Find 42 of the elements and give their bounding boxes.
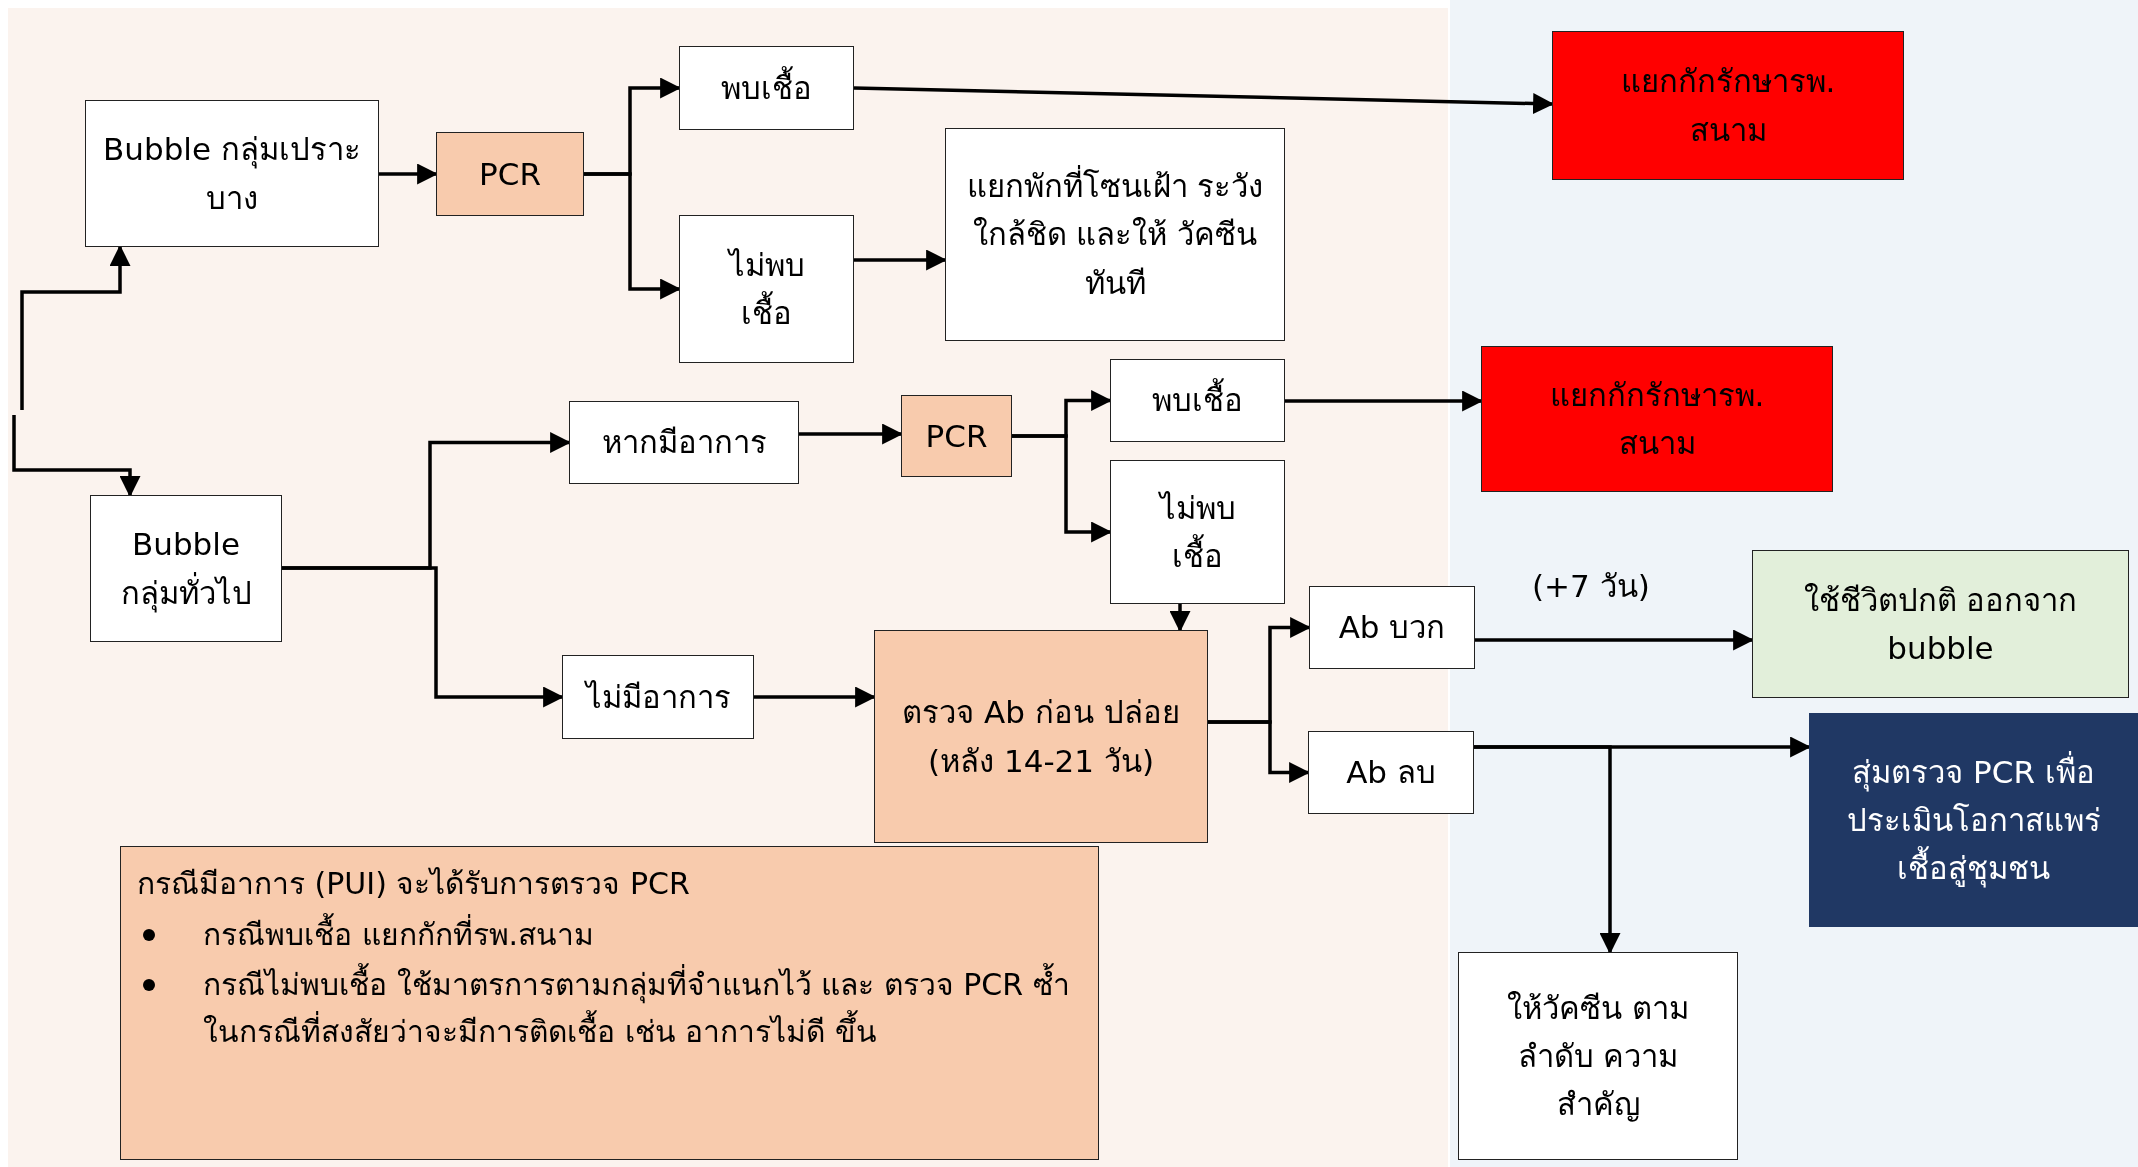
node-text: หากมีอาการ — [601, 423, 767, 463]
process-box — [1110, 359, 1285, 442]
node-text: ไม่พบ เชื้อ — [726, 245, 806, 333]
bullet-text: กรณีพบเชื้อ แยกกักที่รพ.สนาม — [203, 911, 595, 958]
process-box — [1309, 586, 1475, 669]
node-text: Bubble กลุ่มเปราะบาง — [102, 130, 362, 218]
process-box — [1552, 31, 1904, 180]
process-box — [569, 401, 799, 484]
process-box — [85, 100, 379, 247]
node-text: พบเชื้อ — [721, 63, 812, 112]
process-box — [1458, 952, 1738, 1160]
node-text: สุ่มตรวจ PCR เพื่อ ประเมินโอกาสแพร่ เชื้อสู่ชุมชน — [1845, 750, 2102, 890]
process-box — [1809, 713, 2138, 927]
node-text: PCR — [479, 154, 541, 194]
process-box — [436, 132, 584, 216]
process-box — [679, 215, 854, 363]
node-text: Ab บวก — [1338, 608, 1446, 648]
process-box — [1110, 460, 1285, 604]
node-text: ให้วัคซีน ตามลำดับ ความสำคัญ — [1506, 988, 1690, 1124]
node-text: ตรวจ Ab ก่อน ปล่อย (หลัง 14-21 วัน) — [901, 693, 1181, 781]
node-text: PCR — [925, 416, 988, 456]
process-box — [679, 46, 854, 130]
node-text: Bubble กลุ่มทั่วไป — [119, 525, 253, 615]
process-box — [901, 395, 1012, 477]
bullet-text: กรณีไม่พบเชื้อ ใช้มาตรการตามกลุ่มที่จำแนกไว้ และ ตรวจ PCR ซ้ำ ในกรณีที่สงสัยว่าจะมีการติดเชื้อ เช่น อาการไม่ดี ขึ้น — [203, 962, 1082, 1055]
process-box — [562, 655, 754, 739]
process-box — [945, 128, 1285, 341]
node-text: Ab ลบ — [1346, 753, 1436, 793]
node-text: แยกกักรักษารพ. สนาม — [1619, 62, 1837, 150]
process-box — [874, 630, 1208, 843]
node-text: ไม่มีอาการ — [585, 677, 731, 717]
node-text: แยกกักรักษารพ. สนาม — [1548, 375, 1766, 463]
node-text: ไม่พบ เชื้อ — [1157, 488, 1237, 576]
note-box — [120, 846, 1099, 1160]
node-text: แยกพักที่โซนเฝ้า ระวังใกล้ชิด และให้ วัคซีนทันที — [954, 162, 1276, 307]
process-box — [90, 495, 282, 642]
node-text: ใช้ชีวิตปกติ ออกจาก bubble — [1802, 580, 2079, 668]
process-box — [1308, 731, 1474, 814]
process-box — [1481, 346, 1833, 492]
node-text: พบเชื้อ — [1152, 376, 1243, 425]
note-heading: กรณีมีอาการ (PUI) จะได้รับการตรวจ PCR — [137, 865, 691, 903]
process-box — [1752, 550, 2129, 698]
